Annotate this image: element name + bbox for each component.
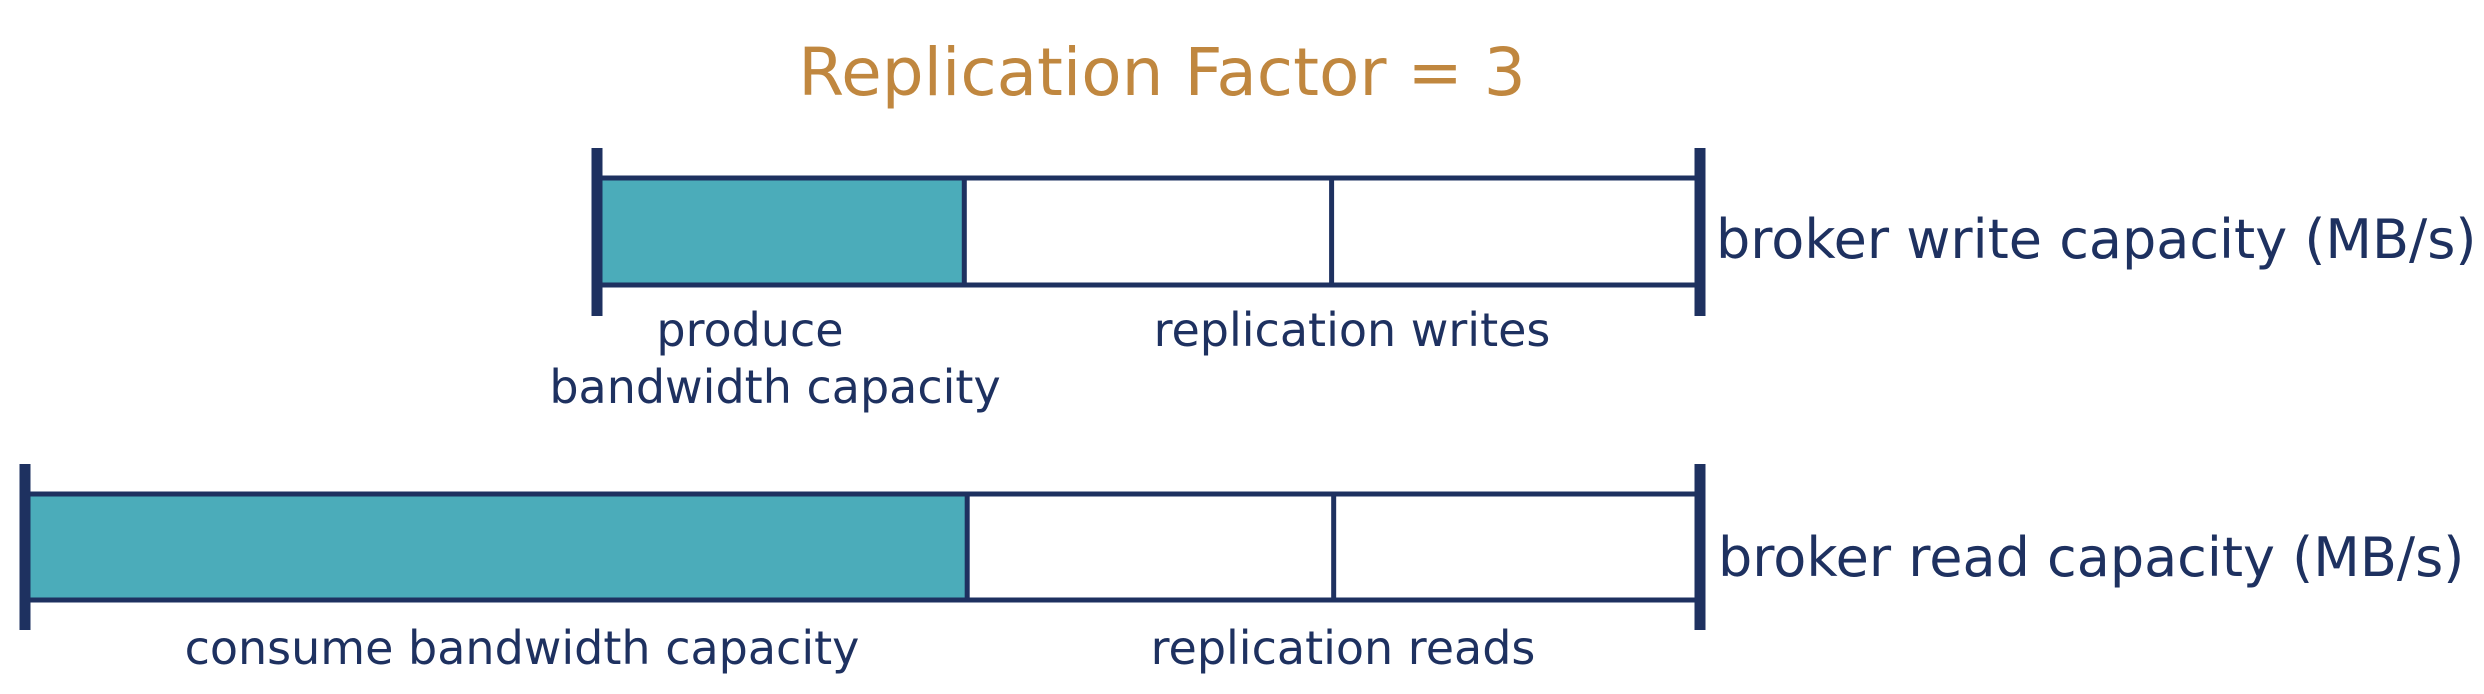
write-capacity-label: broker write capacity (MB/s)	[1716, 208, 2476, 271]
produce-label-line1: produce	[656, 303, 843, 357]
read-capacity-bar	[19, 464, 1706, 630]
read-consume-fill	[25, 494, 968, 600]
produce-label-line2: bandwidth capacity	[549, 360, 1000, 414]
read-capacity-label: broker read capacity (MB/s)	[1718, 526, 2464, 589]
write-produce-fill	[597, 178, 965, 285]
consume-label: consume bandwidth capacity	[185, 621, 860, 675]
replication-reads-label: replication reads	[1151, 621, 1536, 675]
replication-writes-label: replication writes	[1154, 303, 1551, 357]
diagram-title: Replication Factor = 3	[798, 34, 1525, 111]
write-capacity-bar	[591, 148, 1706, 316]
